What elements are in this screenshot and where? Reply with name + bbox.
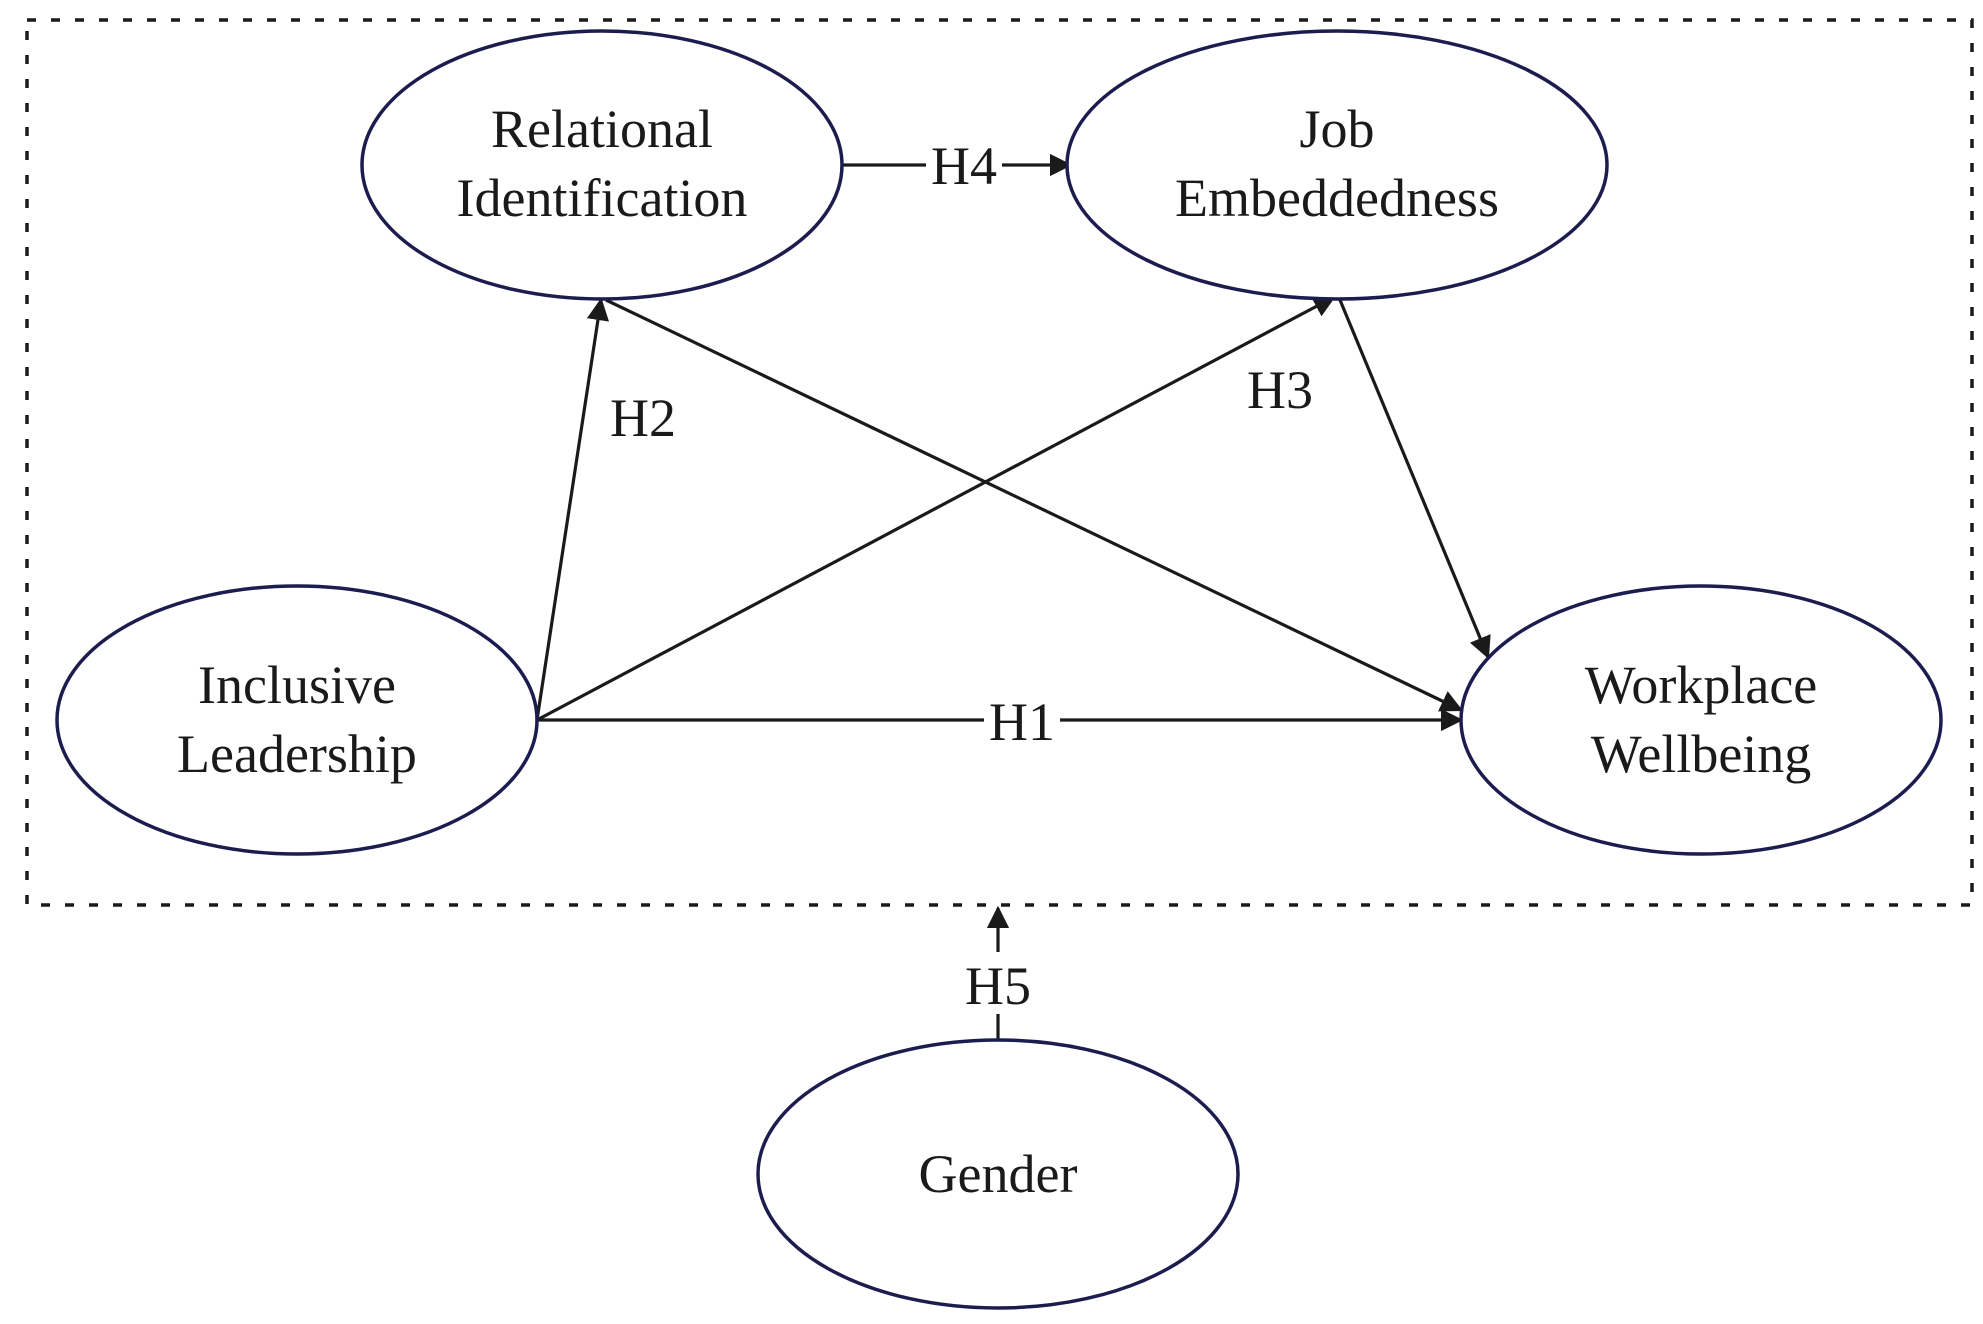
node-workplace-wellbeing: Workplace Wellbeing [1459,584,1943,856]
edge-h3-arrow [536,295,1336,722]
node-relational-identification-line1: Relational [491,99,713,159]
node-relational-identification-line2: Identification [457,168,748,228]
edge-ri-to-ww-arrow [605,298,1464,712]
node-gender-label: Gender [919,1144,1078,1204]
node-workplace-wellbeing-line1: Workplace [1585,655,1818,715]
node-gender-ellipse [756,1038,1240,1310]
node-workplace-wellbeing-ellipse [1459,584,1943,856]
node-inclusive-leadership-line2: Leadership [177,724,417,784]
node-job-embeddedness-line2: Embeddedness [1175,168,1499,228]
node-inclusive-leadership-line1: Inclusive [198,655,396,715]
edge-h1-label: H1 [989,692,1055,752]
node-job-embeddedness-line1: Job [1299,99,1374,159]
node-job-embeddedness-ellipse [1065,29,1609,301]
edge-h2-arrow [535,297,610,721]
edge-h5-label-bg [960,952,1036,1014]
node-inclusive-leadership-ellipse [55,584,539,856]
edge-h4-label-bg [926,138,1002,194]
node-relational-identification: Relational Identification [360,29,844,301]
edge-h2-label: H2 [610,388,676,448]
edge-h5-label: H5 [965,956,1031,1016]
edge-h4-label: H4 [931,136,997,196]
edge-je-to-ww-arrow [1338,299,1491,660]
node-workplace-wellbeing-line2: Wellbeing [1591,724,1812,784]
edge-h1-label-bg [984,694,1060,748]
node-relational-identification-ellipse [360,29,844,301]
node-gender: Gender [756,1038,1240,1310]
edge-h3-label: H3 [1247,360,1313,420]
node-inclusive-leadership: Inclusive Leadership [55,584,539,856]
node-job-embeddedness: Job Embeddedness [1065,29,1609,301]
